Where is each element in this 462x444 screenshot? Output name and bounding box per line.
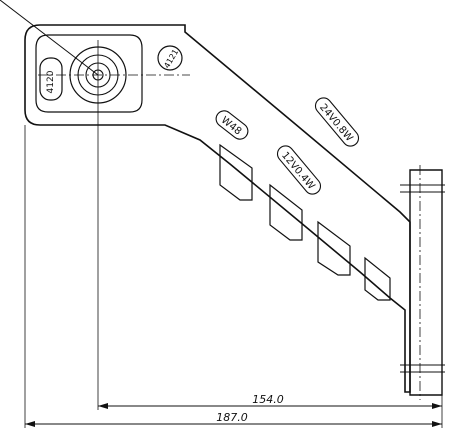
code-label: W48: [215, 110, 249, 140]
lens-marking: 4120: [46, 70, 56, 93]
seal-marking: 4121: [162, 48, 180, 70]
bracket-outline: [24, 24, 411, 393]
cutout-2: [269, 183, 303, 241]
cutout-1: [219, 143, 253, 201]
dim-arrow-right-long: [432, 421, 442, 427]
cutout-3: [317, 220, 351, 276]
lens-housing: [35, 34, 143, 113]
dim-long-label: 187.0: [216, 411, 248, 424]
seal-circle: [157, 45, 183, 71]
dim-arrow-left-short: [98, 403, 108, 409]
mounting-plate: [409, 169, 443, 396]
side-lens: [39, 57, 63, 101]
cutout-4: [364, 256, 391, 301]
voltage-24-label: 24V0.8W: [314, 97, 360, 147]
dim-arrow-right-short: [432, 403, 442, 409]
leader-line: [0, 0, 99, 76]
dim-arrow-left-long: [25, 421, 35, 427]
dim-short-label: 154.0: [252, 393, 284, 406]
voltage-12-label: 12V0.4W: [276, 145, 322, 195]
